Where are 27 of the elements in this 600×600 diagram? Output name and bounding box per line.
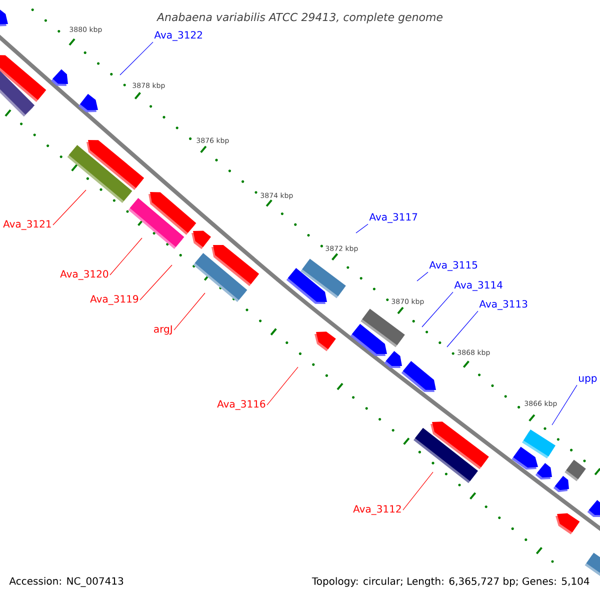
gene-label: Ava_3112 — [353, 505, 401, 515]
leader-line — [402, 472, 434, 510]
leader-line — [446, 310, 478, 348]
leader-line — [552, 384, 578, 426]
gene-label: Ava_3122 — [154, 31, 202, 41]
leader-line — [356, 224, 368, 234]
leader-line — [120, 42, 154, 76]
gene-label: Ava_3120 — [60, 270, 108, 280]
gene-label: Ava_3114 — [454, 281, 502, 291]
gene-label: Ava_3121 — [3, 220, 51, 230]
accession-text: Accession: NC_007413 — [9, 577, 124, 587]
gene-label: Ava_3117 — [369, 213, 418, 223]
gene-label: upp — [579, 376, 597, 384]
leader-line — [110, 238, 142, 276]
genome-info-text: Topology: circular; Length: 6,365,727 bp; Genes: 5,104 — [312, 577, 590, 587]
leader-line — [174, 292, 206, 330]
gene-label: argJ — [154, 325, 172, 335]
leader-line — [52, 190, 86, 226]
diagram-title: Anabaena variabilis ATCC 29413, complete genome — [156, 12, 443, 24]
leader-line — [266, 366, 298, 406]
leader-line — [422, 292, 454, 328]
gene-label: Ava_3116 — [217, 400, 266, 410]
leader-line — [140, 264, 172, 300]
gene-label: Ava_3119 — [90, 295, 138, 305]
leader-line — [416, 272, 428, 282]
gene-label: Ava_3115 — [429, 261, 478, 271]
gene-label: Ava_3113 — [479, 300, 528, 310]
